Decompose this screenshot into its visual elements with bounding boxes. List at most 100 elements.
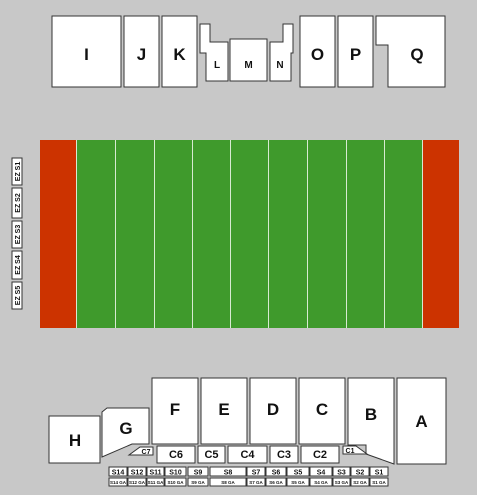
section-S1[interactable]: S1 (369, 466, 389, 477)
section-S9[interactable]: S9 (187, 466, 209, 477)
section-ez-s2[interactable]: EZ S2 (11, 187, 23, 219)
section-S12-GA[interactable]: S12 GA (127, 477, 147, 487)
section-C3[interactable]: C3 (269, 445, 299, 464)
section-ez-s5-label: EZ S5 (15, 286, 22, 306)
section-ez-s4[interactable]: EZ S4 (11, 250, 23, 280)
section-C7[interactable]: C7 (127, 446, 154, 456)
section-J[interactable]: J (123, 15, 160, 88)
section-S2-label: S2 (356, 470, 365, 477)
section-C6-label: C6 (169, 449, 183, 461)
section-S8-label: S8 (224, 470, 233, 477)
endzone-sections: EZ S1 EZ S2 EZ S3 EZ S4 EZ S5 (11, 157, 23, 310)
section-J-label: J (137, 45, 146, 64)
football-field (40, 140, 459, 328)
section-S6-label: S6 (272, 470, 281, 477)
section-ez-s1-label: EZ S1 (15, 162, 22, 182)
section-N[interactable]: N (269, 23, 294, 82)
section-S7-GA-label: S7 GA (249, 480, 263, 485)
section-H-label: H (69, 431, 81, 450)
section-S10[interactable]: S10 (164, 466, 187, 477)
section-S11[interactable]: S11 (146, 466, 165, 477)
section-K[interactable]: K (161, 15, 198, 88)
section-I-label: I (84, 45, 89, 64)
section-S8-GA-label: S8 GA (221, 480, 235, 485)
section-S3[interactable]: S3 (332, 466, 351, 477)
section-C4-label: C4 (240, 449, 255, 461)
section-S12[interactable]: S12 (127, 466, 147, 477)
section-S11-GA[interactable]: S11 GA (146, 477, 165, 487)
section-Q[interactable]: Q (375, 15, 446, 88)
section-G[interactable]: G (101, 407, 150, 458)
yard-lines (76, 140, 423, 328)
section-ez-s2-label: EZ S2 (15, 193, 22, 213)
lower-sections: A B C D E F G H (48, 377, 447, 465)
section-S7[interactable]: S7 (246, 466, 266, 477)
section-D[interactable]: D (249, 377, 297, 445)
endzone-left (40, 140, 76, 328)
section-M[interactable]: M (229, 38, 268, 82)
section-D-label: D (267, 400, 279, 419)
section-C3-label: C3 (277, 449, 291, 461)
section-A[interactable]: A (396, 377, 447, 465)
section-S5-GA[interactable]: S5 GA (286, 477, 310, 487)
section-S14[interactable]: S14 (108, 466, 128, 477)
section-C[interactable]: C (298, 377, 346, 445)
section-S12-GA-label: S12 GA (129, 480, 146, 485)
section-S6[interactable]: S6 (265, 466, 287, 477)
section-O[interactable]: O (299, 15, 336, 88)
section-H[interactable]: H (48, 415, 101, 464)
upper-sections: I J K L M N O P (51, 15, 446, 88)
section-C5[interactable]: C5 (197, 445, 226, 464)
section-S4-GA[interactable]: S4 GA (309, 477, 333, 487)
section-S4-GA-label: S4 GA (314, 480, 328, 485)
section-S14-GA[interactable]: S14 GA (108, 477, 128, 487)
section-ez-s1[interactable]: EZ S1 (11, 157, 23, 186)
section-F[interactable]: F (151, 377, 199, 445)
section-S1-GA[interactable]: S1 GA (369, 477, 389, 487)
section-Q-label: Q (410, 45, 423, 64)
section-S12-label: S12 (131, 470, 144, 477)
section-S3-label: S3 (337, 470, 346, 477)
section-C5-label: C5 (204, 449, 218, 461)
section-S4[interactable]: S4 (309, 466, 333, 477)
section-S2[interactable]: S2 (350, 466, 370, 477)
section-ez-s5[interactable]: EZ S5 (11, 281, 23, 310)
section-S6-GA[interactable]: S6 GA (265, 477, 287, 487)
club-sections: C7 C6 C5 C4 C3 C2 C1 (127, 445, 369, 464)
section-C7-label: C7 (142, 449, 151, 456)
section-P[interactable]: P (337, 15, 374, 88)
section-S7-label: S7 (252, 470, 261, 477)
section-S4-label: S4 (317, 470, 326, 477)
section-L[interactable]: L (199, 23, 229, 82)
section-S7-GA[interactable]: S7 GA (246, 477, 266, 487)
section-S8[interactable]: S8 (209, 466, 247, 477)
section-C1[interactable]: C1 (342, 445, 369, 455)
section-S9-GA[interactable]: S9 GA (187, 477, 209, 487)
section-E[interactable]: E (200, 377, 248, 445)
section-ez-s4-label: EZ S4 (15, 255, 22, 275)
section-S9-GA-label: S9 GA (191, 480, 205, 485)
endzone-right (423, 140, 459, 328)
section-S5[interactable]: S5 (286, 466, 310, 477)
section-S3-GA-label: S3 GA (335, 480, 349, 485)
section-S2-GA[interactable]: S2 GA (350, 477, 370, 487)
section-E-label: E (218, 400, 229, 419)
section-G-label: G (119, 419, 132, 438)
section-S3-GA[interactable]: S3 GA (332, 477, 351, 487)
section-S10-GA[interactable]: S10 GA (164, 477, 187, 487)
section-B-label: B (365, 405, 377, 424)
section-S11-GA-label: S11 GA (148, 480, 165, 485)
section-S5-label: S5 (294, 470, 303, 477)
section-ez-s3-label: EZ S3 (15, 225, 22, 245)
section-S8-GA[interactable]: S8 GA (209, 477, 247, 487)
section-C1-label: C1 (346, 448, 355, 455)
section-C2[interactable]: C2 (300, 445, 340, 464)
field-turf (40, 140, 459, 328)
section-O-label: O (311, 45, 324, 64)
section-C6[interactable]: C6 (156, 445, 196, 464)
ga-sections: S14 GA S12 GA S11 GA S10 GA S9 GA S8 GA … (108, 477, 389, 487)
section-I[interactable]: I (51, 15, 122, 88)
section-C4[interactable]: C4 (227, 445, 268, 464)
section-ez-s3[interactable]: EZ S3 (11, 220, 23, 249)
